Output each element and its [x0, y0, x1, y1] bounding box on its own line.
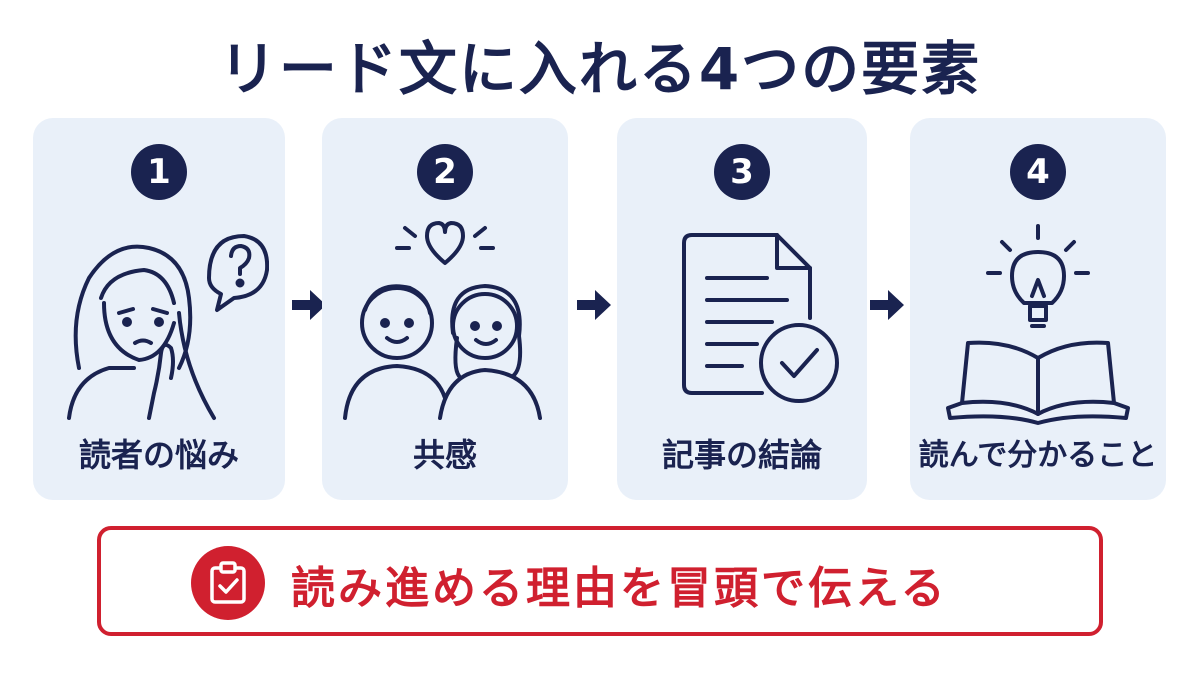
document-check-icon — [682, 233, 839, 403]
two-people-heart-icon — [343, 221, 542, 420]
arrow-right-icon — [870, 290, 904, 320]
open-book-lightbulb-icon — [946, 224, 1130, 425]
worried-person-question-icon — [67, 234, 269, 420]
step-label-4: 読んで分かること — [918, 438, 1158, 473]
arrow-right-icon — [292, 290, 326, 320]
step-label-1: 読者の悩み — [78, 436, 239, 474]
key-message-text: 読み進める理由を冒頭で伝える — [291, 563, 948, 614]
step-number-badge-3: 3 — [714, 144, 770, 200]
step-card-3: 3 記事の結論 — [617, 118, 867, 500]
step-label-3: 記事の結論 — [661, 436, 822, 474]
step-number-badge-4: 4 — [1010, 144, 1066, 200]
key-message-box: 読み進める理由を冒頭で伝える — [97, 526, 1103, 636]
page-title: リード文に入れる4つの要素 — [218, 35, 982, 103]
step-card-4: 4 読んで分かること — [910, 118, 1166, 500]
step-card-1: 1 読者の悩み — [33, 118, 285, 500]
step-label-2: 共感 — [412, 436, 477, 474]
clipboard-check-icon — [191, 546, 265, 620]
step-number-badge-2: 2 — [417, 144, 473, 200]
arrow-right-icon — [577, 290, 611, 320]
step-card-2: 2 共感 — [322, 118, 568, 500]
step-number-badge-1: 1 — [131, 144, 187, 200]
